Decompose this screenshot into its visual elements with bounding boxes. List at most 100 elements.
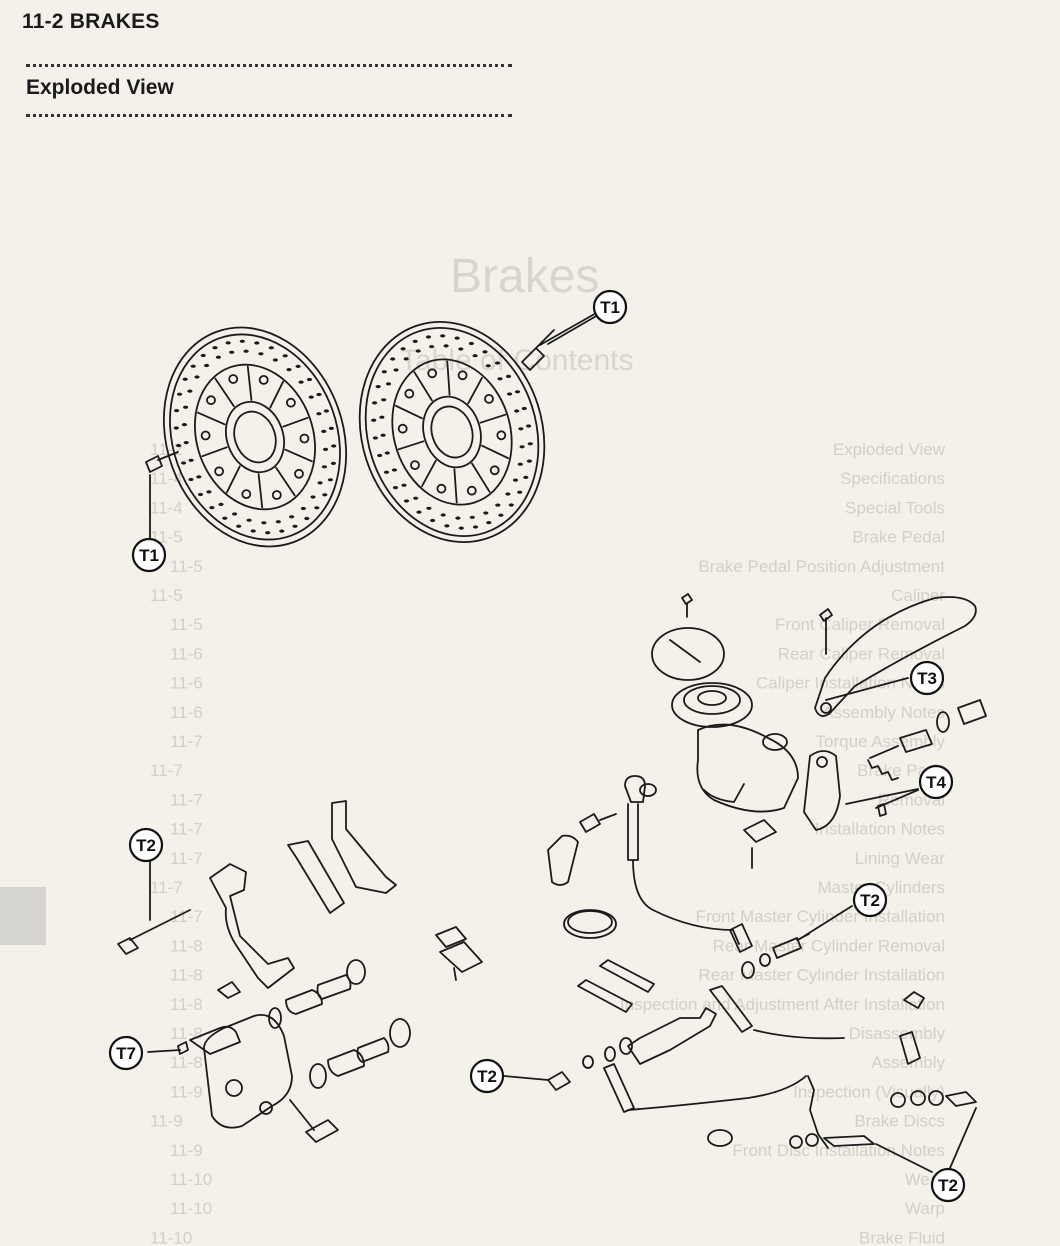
disc-vent-hole bbox=[391, 468, 397, 472]
bleed-through-toc-page: 11-10 bbox=[150, 1228, 192, 1246]
disc-spoke bbox=[246, 365, 253, 401]
disc-vent-hole bbox=[300, 506, 306, 511]
callout-t7-label: T7 bbox=[116, 1044, 136, 1063]
disc-rivet bbox=[258, 375, 269, 385]
disc-vent-hole bbox=[330, 461, 336, 465]
disc-spoke bbox=[467, 376, 483, 405]
bleed-through-toc-page: 11-4 bbox=[150, 498, 183, 517]
disc-vent-hole bbox=[304, 516, 310, 521]
callout-t2-right-mid: T2 bbox=[852, 882, 888, 918]
disc-vent-hole bbox=[472, 525, 479, 529]
disc-vent-hole bbox=[317, 481, 323, 485]
disc-vent-hole bbox=[254, 341, 260, 345]
disc-vent-hole bbox=[379, 415, 385, 419]
disc-vent-hole bbox=[482, 350, 488, 354]
disc-vent-hole bbox=[275, 520, 281, 524]
disc-vent-hole bbox=[469, 515, 475, 519]
disc-spoke bbox=[481, 444, 510, 460]
disc-vent-hole bbox=[468, 341, 474, 346]
disc-vent-hole bbox=[239, 339, 245, 343]
bleed-through-toc-entry: Disassembly bbox=[849, 1024, 946, 1043]
disc-rivet bbox=[397, 423, 408, 434]
callout-t1-left-label: T1 bbox=[139, 546, 159, 565]
disc-vent-hole bbox=[174, 409, 180, 413]
bleed-through-toc-entry: Rear Master Cylinder Removal bbox=[713, 936, 945, 955]
disc-vent-hole bbox=[517, 490, 523, 494]
bleed-through-toc-page: 11-7 bbox=[170, 820, 203, 839]
bleed-through-toc-page: 11-7 bbox=[150, 761, 183, 780]
disc-vent-hole bbox=[323, 447, 329, 451]
bleed-through-toc-entry: Front Master Cylinder Installation bbox=[696, 907, 945, 926]
bleed-through-toc-page: 11-8 bbox=[170, 966, 203, 985]
bleed-through-toc-page: 11-10 bbox=[170, 1170, 212, 1189]
callout-t2-bottom: T2 bbox=[469, 1058, 505, 1094]
disc-vent-hole bbox=[383, 470, 390, 474]
callout-t2-bottom-label: T2 bbox=[477, 1067, 497, 1086]
disc-spoke bbox=[275, 466, 296, 497]
callout-t7: T7 bbox=[108, 1035, 144, 1071]
bleed-through-toc-page: 11-5 bbox=[170, 615, 203, 634]
disc-vent-hole bbox=[454, 336, 460, 340]
disc-vent-hole bbox=[188, 458, 194, 462]
disc-vent-hole bbox=[495, 503, 501, 507]
disc-spoke bbox=[453, 468, 458, 504]
disc-spoke bbox=[413, 371, 433, 402]
disc-vent-hole bbox=[494, 361, 501, 365]
disc-vent-hole bbox=[295, 364, 301, 368]
bleed-through-toc-entry: Brake Discs bbox=[854, 1112, 945, 1131]
disc-vent-hole bbox=[222, 516, 228, 520]
disc-vent-hole bbox=[486, 521, 492, 525]
bleed-through-toc-entry: Inspection (Visually) bbox=[793, 1082, 945, 1101]
disc-vent-hole bbox=[327, 478, 333, 482]
disc-vent-hole bbox=[328, 426, 334, 430]
callout-t2-left-label: T2 bbox=[136, 836, 156, 855]
disc-rivet bbox=[404, 388, 415, 399]
bleed-through-title: Brakes bbox=[450, 250, 599, 303]
disc-vent-hole bbox=[321, 465, 327, 469]
disc-vent-hole bbox=[413, 496, 419, 500]
disc-vent-hole bbox=[455, 516, 461, 520]
disc-rivet bbox=[200, 430, 211, 441]
disc-vent-hole bbox=[298, 380, 304, 384]
right-brake-disc bbox=[358, 321, 546, 543]
disc-vent-hole bbox=[316, 412, 322, 416]
callout-t1-top-label: T1 bbox=[600, 298, 620, 317]
disc-vent-hole bbox=[412, 339, 418, 343]
disc-vent-hole bbox=[173, 426, 179, 430]
disc-vent-hole bbox=[183, 441, 189, 445]
disc-rivet bbox=[484, 394, 494, 404]
bleed-through-toc-entry: Warp bbox=[905, 1199, 945, 1218]
disc-vent-hole bbox=[250, 529, 256, 533]
page-edge-tab bbox=[0, 887, 46, 945]
callout-t3: T3 bbox=[909, 660, 945, 696]
dotted-divider-bottom bbox=[26, 114, 512, 117]
bleed-through-toc-entry: Installation Notes bbox=[815, 820, 945, 839]
callout-t2-left: T2 bbox=[128, 827, 164, 863]
disc-vent-hole bbox=[380, 433, 386, 437]
disc-vent-hole bbox=[265, 531, 271, 535]
bleed-through-toc-page: 11-7 bbox=[150, 878, 183, 897]
disc-spoke bbox=[225, 465, 241, 494]
disc-spoke bbox=[471, 462, 491, 493]
disc-vent-hole bbox=[458, 526, 464, 530]
bleed-through-toc-page: 11-6 bbox=[170, 644, 203, 663]
disc-vent-hole bbox=[403, 499, 410, 503]
bleed-through-toc-page: 11-8 bbox=[170, 936, 203, 955]
disc-vent-hole bbox=[282, 354, 288, 358]
bleed-through-toc-entry: Brake Pedal Position Adjustment bbox=[698, 557, 945, 576]
disc-vent-hole bbox=[385, 382, 392, 386]
disc-vent-hole bbox=[215, 355, 221, 359]
disc-vent-hole bbox=[181, 461, 187, 465]
disc-vent-hole bbox=[261, 521, 267, 525]
disc-vent-hole bbox=[371, 418, 377, 422]
disc-vent-hole bbox=[458, 347, 464, 351]
bleed-through-toc-entry: Exploded View bbox=[833, 440, 946, 459]
disc-vent-hole bbox=[292, 524, 298, 528]
bleed-through-toc-entry: Front Disc Installation Notes bbox=[732, 1141, 945, 1160]
disc-vent-hole bbox=[183, 405, 189, 409]
callout-t2-bottom-right-label: T2 bbox=[938, 1176, 958, 1195]
disc-vent-hole bbox=[372, 401, 378, 405]
disc-rivet bbox=[427, 368, 438, 379]
bleed-through-toc-entry: Rear Master Cylinder Installation bbox=[698, 966, 945, 985]
